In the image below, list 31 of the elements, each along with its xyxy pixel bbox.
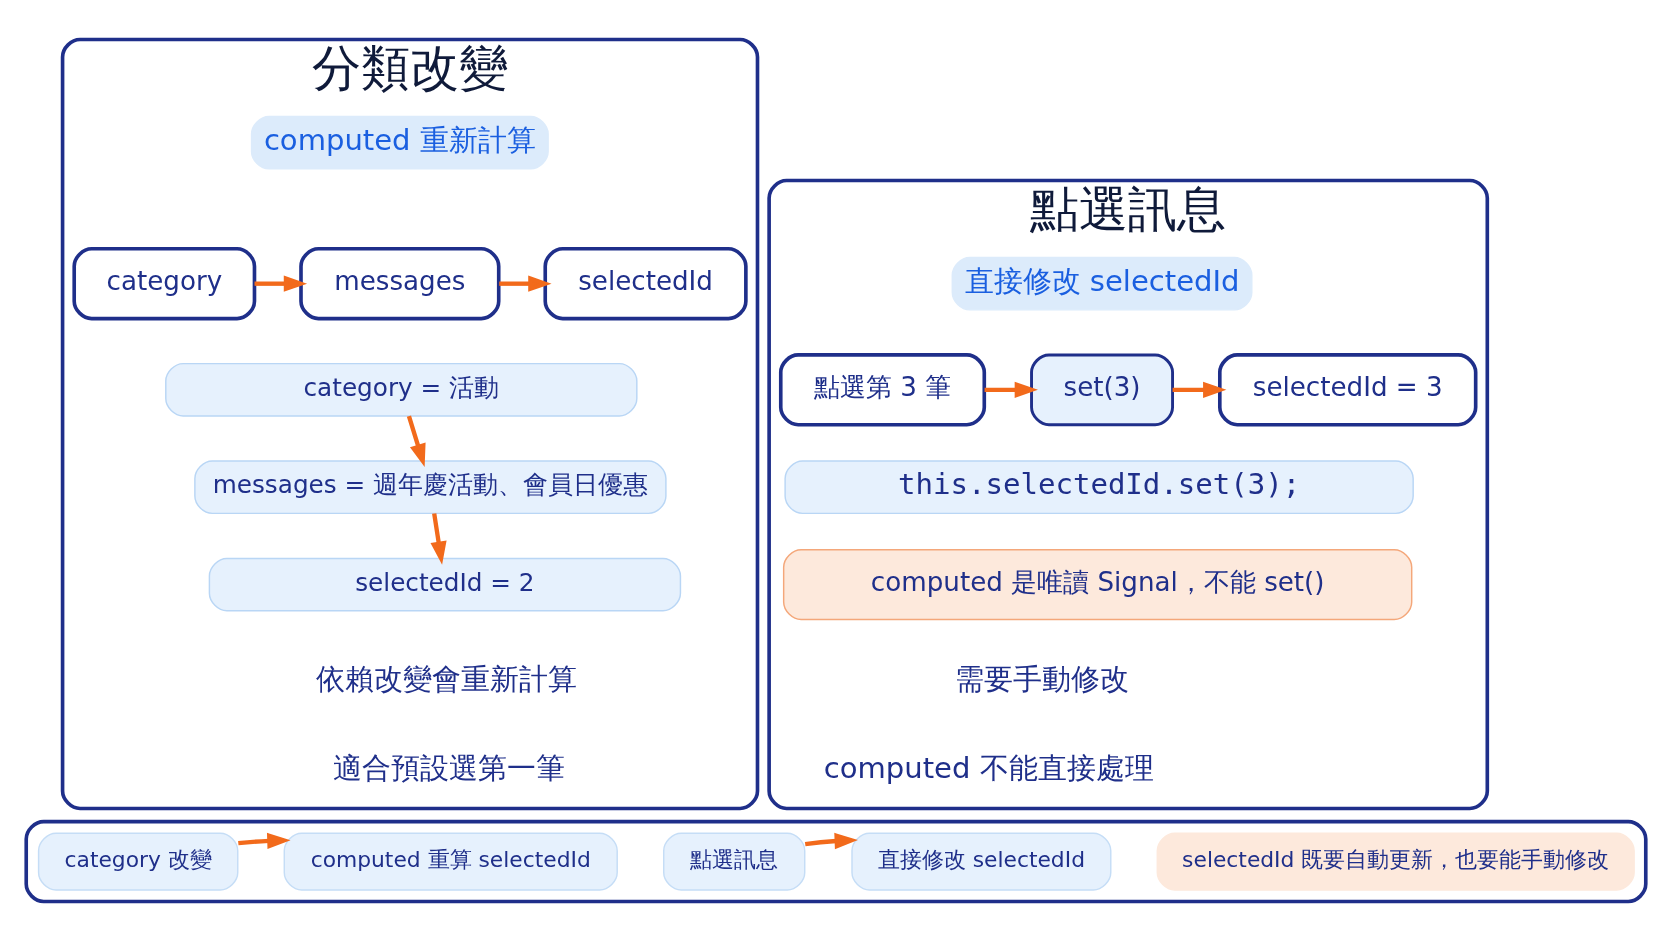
node-box: computed 重新計算	[250, 115, 549, 170]
node-box: 直接修改 selectedId	[951, 256, 1253, 311]
node-box: this.selectedId.set(3);	[784, 460, 1414, 515]
label: 依賴改變會重新計算	[315, 662, 577, 697]
label: 需要手動修改	[955, 662, 1130, 697]
label: computed 不能直接處理	[823, 750, 1154, 785]
arrow	[406, 415, 426, 468]
node-box: 直接修改 selectedId	[851, 832, 1112, 891]
arrow	[1172, 381, 1227, 398]
node-box: computed 重算 selectedId	[283, 832, 618, 891]
arrow	[984, 381, 1038, 398]
node-box: computed 是唯讀 Signal，不能 set()	[782, 549, 1413, 621]
arrow	[430, 513, 447, 565]
node-box: selectedId = 2	[208, 557, 682, 612]
node-box: selectedId = 3	[1218, 353, 1478, 427]
arrow	[804, 832, 858, 850]
node-box: set(3)	[1030, 353, 1174, 427]
arrow	[499, 275, 552, 292]
arrow	[254, 275, 308, 292]
node-box: selectedId 既要自動更新，也要能手動修改	[1156, 832, 1635, 891]
node-box: selectedId	[543, 246, 748, 321]
node-box: messages	[299, 246, 501, 321]
node-box: 點選第 3 筆	[778, 353, 987, 427]
label: 適合預設選第一筆	[333, 750, 566, 785]
cluster	[24, 819, 1648, 904]
node-box: category	[72, 246, 257, 321]
arrow	[238, 832, 291, 850]
node-box: messages = 週年慶活動、會員日優惠	[194, 460, 667, 515]
node-box: category = 活動	[165, 362, 638, 417]
node-box: 點選訊息	[663, 832, 806, 891]
node-box: category 改變	[37, 832, 239, 891]
